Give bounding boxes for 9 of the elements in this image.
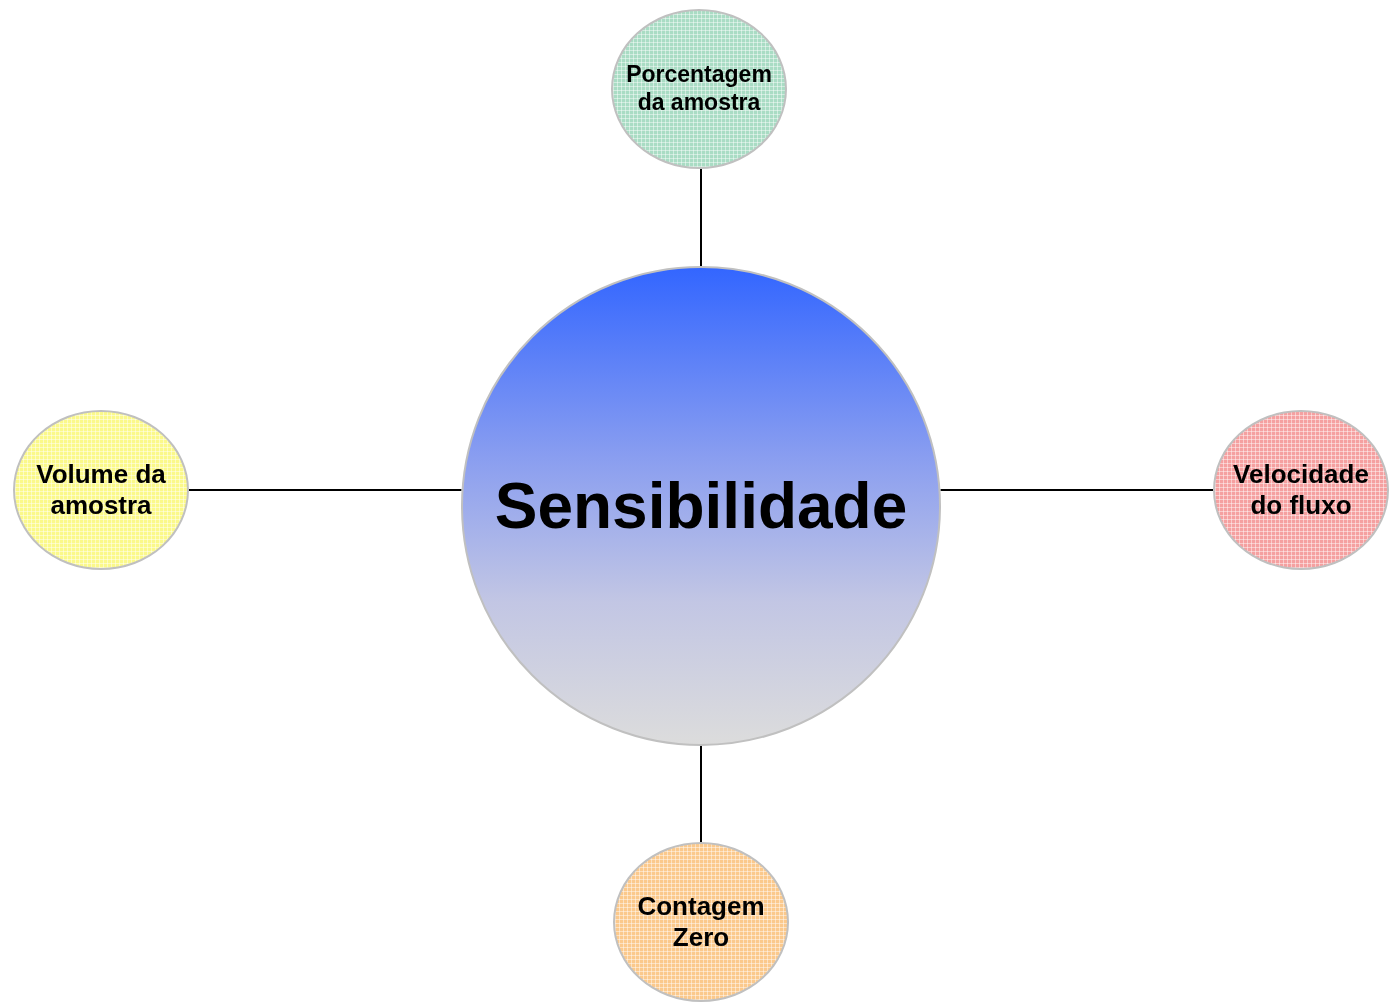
node-label: Contagem Zero	[636, 890, 766, 954]
connector-line	[700, 745, 702, 843]
node-label: Porcentagem da amostra	[625, 61, 773, 117]
connector-line	[700, 168, 702, 267]
node-label: Velocidade do fluxo	[1232, 458, 1370, 522]
connector-line	[939, 489, 1214, 491]
connector-line	[188, 489, 463, 491]
node-label: Sensibilidade	[494, 468, 908, 544]
node-label: Volume da amostra	[35, 458, 167, 522]
